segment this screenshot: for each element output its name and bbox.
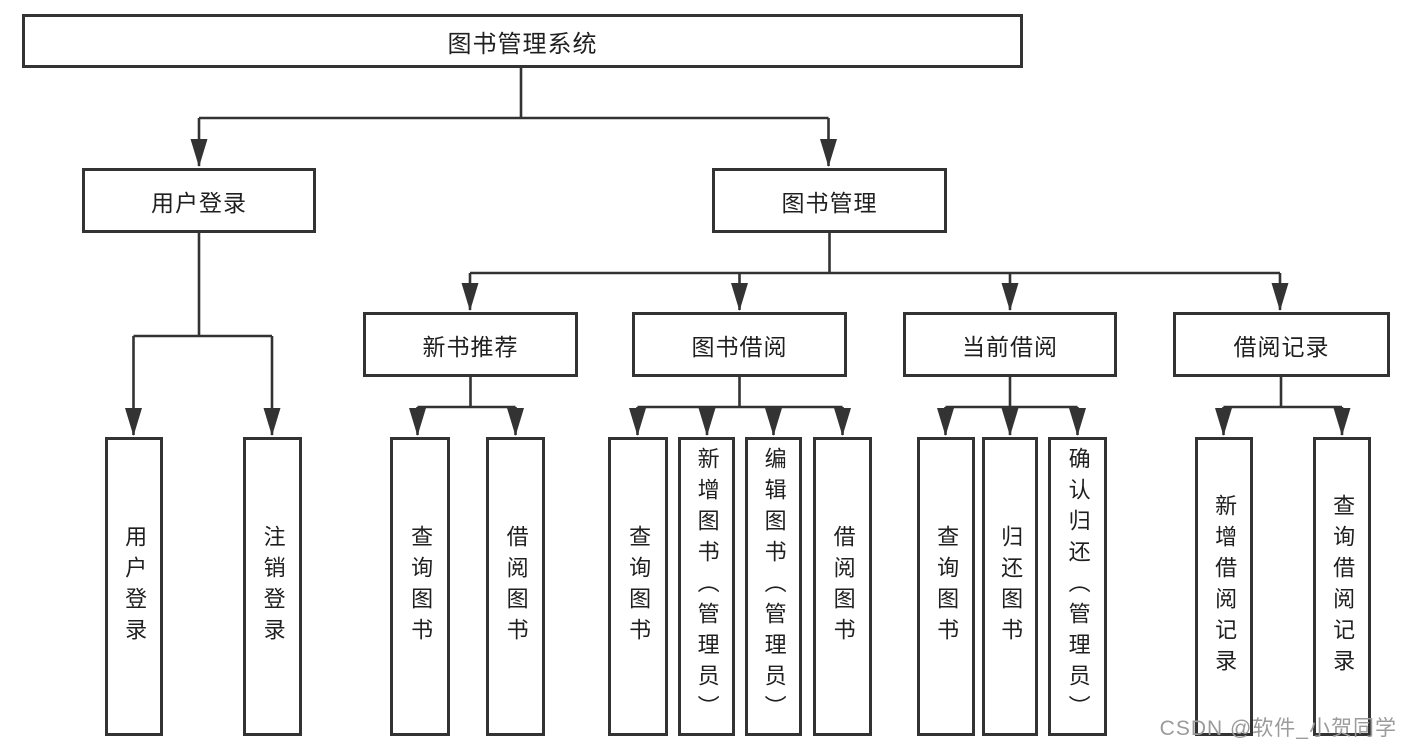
leaf-query-books-current: 查询图书 xyxy=(917,437,975,736)
node-user-login: 用户登录 xyxy=(82,168,316,233)
leaf-user-login: 用户登录 xyxy=(105,437,163,736)
leaf-add-books-admin: 新增图书（管理员） xyxy=(678,437,735,736)
leaf-label: 借阅图书 xyxy=(830,524,856,649)
leaf-return-books: 归还图书 xyxy=(982,437,1038,736)
leaf-label: 借阅图书 xyxy=(503,524,529,649)
node-label: 用户登录 xyxy=(151,189,247,216)
leaf-label: 新增图书（管理员） xyxy=(694,447,720,726)
node-borrow-records: 借阅记录 xyxy=(1173,312,1390,377)
leaf-query-books-borrow: 查询图书 xyxy=(608,437,668,736)
leaf-query-books-recommend: 查询图书 xyxy=(390,437,450,736)
leaf-label: 查询图书 xyxy=(626,524,652,649)
leaf-label: 注销登录 xyxy=(260,524,286,649)
node-current-borrow: 当前借阅 xyxy=(903,312,1117,377)
leaf-label: 查询图书 xyxy=(408,524,434,649)
leaf-label: 查询借阅记录 xyxy=(1330,493,1356,680)
node-label: 图书借阅 xyxy=(691,333,788,360)
node-label: 新书推荐 xyxy=(422,333,519,360)
node-label: 当前借阅 xyxy=(962,333,1058,360)
node-label: 借阅记录 xyxy=(1233,333,1330,360)
leaf-edit-books-admin: 编辑图书（管理员） xyxy=(745,437,802,736)
leaf-logout: 注销登录 xyxy=(243,437,302,736)
leaf-label: 确认归还（管理员） xyxy=(1065,447,1091,726)
leaf-label: 用户登录 xyxy=(122,524,148,649)
leaf-borrow-books-recommend: 借阅图书 xyxy=(486,437,545,736)
leaf-query-borrow-record: 查询借阅记录 xyxy=(1313,437,1371,736)
leaf-borrow-books: 借阅图书 xyxy=(813,437,872,736)
node-label: 图书管理系统 xyxy=(447,30,598,58)
node-new-book-recommend: 新书推荐 xyxy=(363,312,578,377)
leaf-add-borrow-record: 新增借阅记录 xyxy=(1195,437,1253,736)
node-book-management: 图书管理 xyxy=(712,168,947,233)
node-library-management-system: 图书管理系统 xyxy=(22,14,1023,68)
leaf-label: 编辑图书（管理员） xyxy=(761,447,787,726)
leaf-confirm-return-admin: 确认归还（管理员） xyxy=(1048,437,1107,736)
leaf-label: 新增借阅记录 xyxy=(1212,493,1238,680)
leaf-label: 归还图书 xyxy=(998,524,1024,649)
node-label: 图书管理 xyxy=(781,189,878,216)
node-book-borrow: 图书借阅 xyxy=(632,312,847,377)
leaf-label: 查询图书 xyxy=(934,524,960,649)
